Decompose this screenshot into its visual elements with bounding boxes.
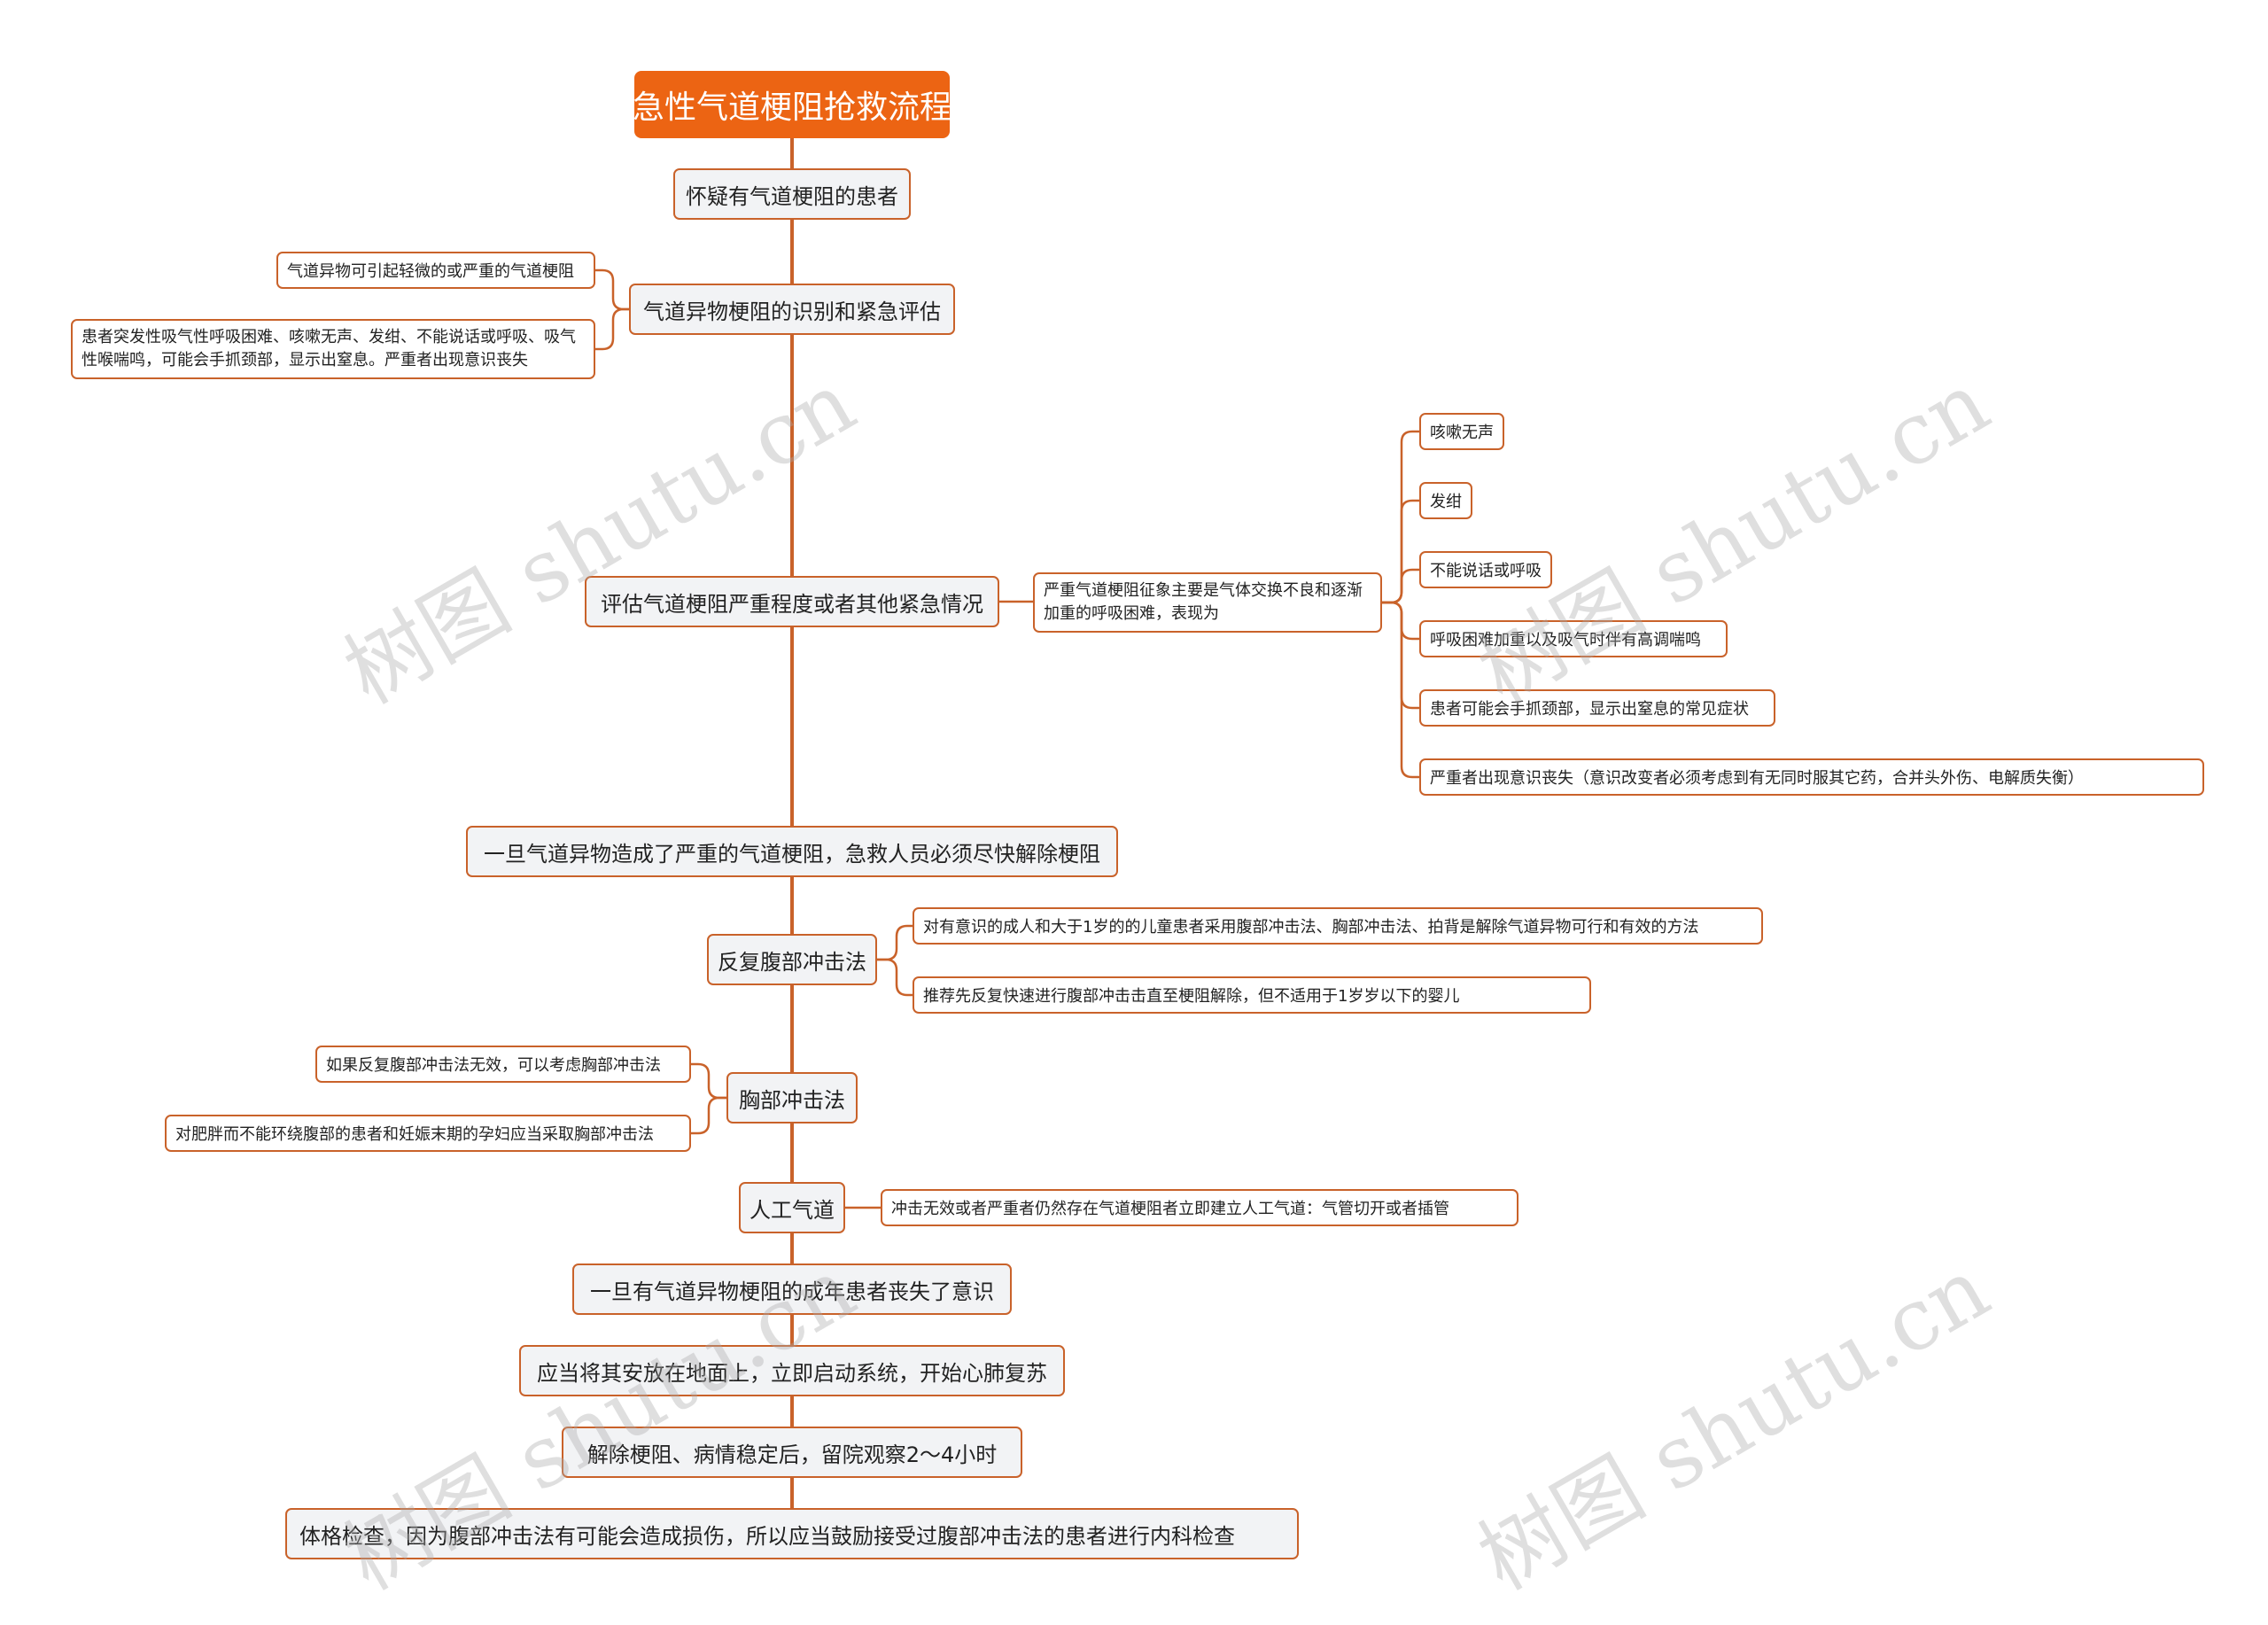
sign-cannot-speak[interactable]: 不能说话或呼吸 [1419, 551, 1552, 588]
detail-text: 如果反复腹部冲击法无效，可以考虑胸部冲击法 [326, 1056, 661, 1075]
detail-text: 严重者出现意识丧失（意识改变者必须考虑到有无同时服其它药，合并头外伤、电解质失衡… [1430, 769, 2084, 788]
step-chest-thrust[interactable]: 胸部冲击法 [726, 1072, 858, 1124]
step-label: 气道异物梗阻的识别和紧急评估 [643, 299, 941, 324]
detail-text: 呼吸困难加重以及吸气时伴有高调喘鸣 [1430, 631, 1701, 649]
step-label: 一旦有气道异物梗阻的成年患者丧失了意识 [590, 1279, 994, 1304]
connector-line [877, 924, 913, 961]
connector-line [595, 268, 629, 311]
detail-text: 患者可能会手抓颈部，显示出窒息的常见症状 [1430, 700, 1749, 719]
detail-text: 发绀 [1430, 493, 1462, 511]
detail-text: 患者突发性吸气性呼吸困难、咳嗽无声、发绀、不能说话或呼吸、吸气性喉喘鸣，可能会手… [82, 328, 576, 369]
detail-text: 对有意识的成人和大于1岁的的儿童患者采用腹部冲击法、胸部冲击法、拍背是解除气道异… [923, 918, 1699, 937]
connector-line [691, 1096, 726, 1135]
detail-text: 推荐先反复快速进行腹部冲击击直至梗阻解除，但不适用于1岁岁以下的婴儿 [923, 987, 1460, 1006]
step-label: 一旦气道异物造成了严重的气道梗阻，急救人员必须尽快解除梗阻 [484, 841, 1100, 867]
detail-abdominal-1[interactable]: 对有意识的成人和大于1岁的的儿童患者采用腹部冲击法、胸部冲击法、拍背是解除气道异… [913, 907, 1763, 945]
detail-text: 对肥胖而不能环绕腹部的患者和妊娠末期的孕妇应当采取胸部冲击法 [175, 1125, 654, 1144]
step-observation[interactable]: 解除梗阻、病情稳定后，留院观察2～4小时 [562, 1427, 1022, 1478]
sign-silent-cough[interactable]: 咳嗽无声 [1419, 413, 1504, 450]
detail-identification-1[interactable]: 气道异物可引起轻微的或严重的气道梗阻 [276, 252, 595, 289]
connector-line [1382, 601, 1419, 779]
detail-severity[interactable]: 严重气道梗阻征象主要是气体交换不良和逐渐加重的呼吸困难，表现为 [1033, 572, 1382, 633]
step-label: 评估气道梗阻严重程度或者其他紧急情况 [601, 591, 983, 617]
detail-text: 咳嗽无声 [1430, 424, 1494, 442]
step-label: 胸部冲击法 [739, 1087, 845, 1113]
step-artificial-airway[interactable]: 人工气道 [739, 1182, 845, 1233]
step-label: 怀疑有气道梗阻的患者 [686, 183, 898, 209]
root-node-title[interactable]: 急性气道梗阻抢救流程 [633, 71, 952, 138]
detail-airway[interactable]: 冲击无效或者严重者仍然存在气道梗阻者立即建立人工气道：气管切开或者插管 [881, 1189, 1518, 1226]
sign-clutching-neck[interactable]: 患者可能会手抓颈部，显示出窒息的常见症状 [1419, 689, 1775, 727]
detail-chest-1[interactable]: 如果反复腹部冲击法无效，可以考虑胸部冲击法 [315, 1046, 691, 1083]
detail-text: 严重气道梗阻征象主要是气体交换不良和逐渐加重的呼吸困难，表现为 [1044, 581, 1363, 623]
step-label: 反复腹部冲击法 [718, 949, 866, 975]
sign-cyanosis[interactable]: 发绀 [1419, 482, 1472, 519]
step-physical-exam[interactable]: 体格检查，因为腹部冲击法有可能会造成损伤，所以应当鼓励接受过腹部冲击法的患者进行… [285, 1508, 1299, 1559]
detail-text: 冲击无效或者严重者仍然存在气道梗阻者立即建立人工气道：气管切开或者插管 [891, 1200, 1449, 1218]
detail-identification-2[interactable]: 患者突发性吸气性呼吸困难、咳嗽无声、发绀、不能说话或呼吸、吸气性喉喘鸣，可能会手… [71, 319, 595, 379]
step-severity-assessment[interactable]: 评估气道梗阻严重程度或者其他紧急情况 [585, 576, 999, 627]
step-label: 应当将其安放在地面上，立即启动系统，开始心肺复苏 [537, 1360, 1047, 1386]
step-start-cpr[interactable]: 应当将其安放在地面上，立即启动系统，开始心肺复苏 [519, 1345, 1065, 1396]
step-label: 人工气道 [750, 1197, 835, 1223]
step-suspected-patient[interactable]: 怀疑有气道梗阻的患者 [673, 168, 911, 220]
sign-stridor[interactable]: 呼吸困难加重以及吸气时伴有高调喘鸣 [1419, 620, 1728, 657]
detail-chest-2[interactable]: 对肥胖而不能环绕腹部的患者和妊娠末期的孕妇应当采取胸部冲击法 [165, 1115, 691, 1152]
step-abdominal-thrust[interactable]: 反复腹部冲击法 [707, 934, 877, 985]
detail-text: 不能说话或呼吸 [1430, 562, 1542, 580]
step-identification[interactable]: 气道异物梗阻的识别和紧急评估 [629, 284, 955, 335]
sign-unconscious[interactable]: 严重者出现意识丧失（意识改变者必须考虑到有无同时服其它药，合并头外伤、电解质失衡… [1419, 758, 2204, 796]
connector-line [691, 1062, 726, 1100]
step-loss-of-consciousness[interactable]: 一旦有气道异物梗阻的成年患者丧失了意识 [572, 1263, 1012, 1315]
detail-text: 气道异物可引起轻微的或严重的气道梗阻 [287, 262, 574, 281]
step-label: 体格检查，因为腹部冲击法有可能会造成损伤，所以应当鼓励接受过腹部冲击法的患者进行… [299, 1523, 1235, 1549]
detail-abdominal-2[interactable]: 推荐先反复快速进行腹部冲击击直至梗阻解除，但不适用于1岁岁以下的婴儿 [913, 976, 1591, 1014]
connector-line [877, 958, 913, 997]
step-remove-obstruction[interactable]: 一旦气道异物造成了严重的气道梗阻，急救人员必须尽快解除梗阻 [466, 826, 1118, 877]
step-label: 解除梗阻、病情稳定后，留院观察2～4小时 [586, 1442, 998, 1467]
connector-line [595, 307, 629, 351]
root-title: 急性气道梗阻抢救流程 [633, 89, 952, 126]
